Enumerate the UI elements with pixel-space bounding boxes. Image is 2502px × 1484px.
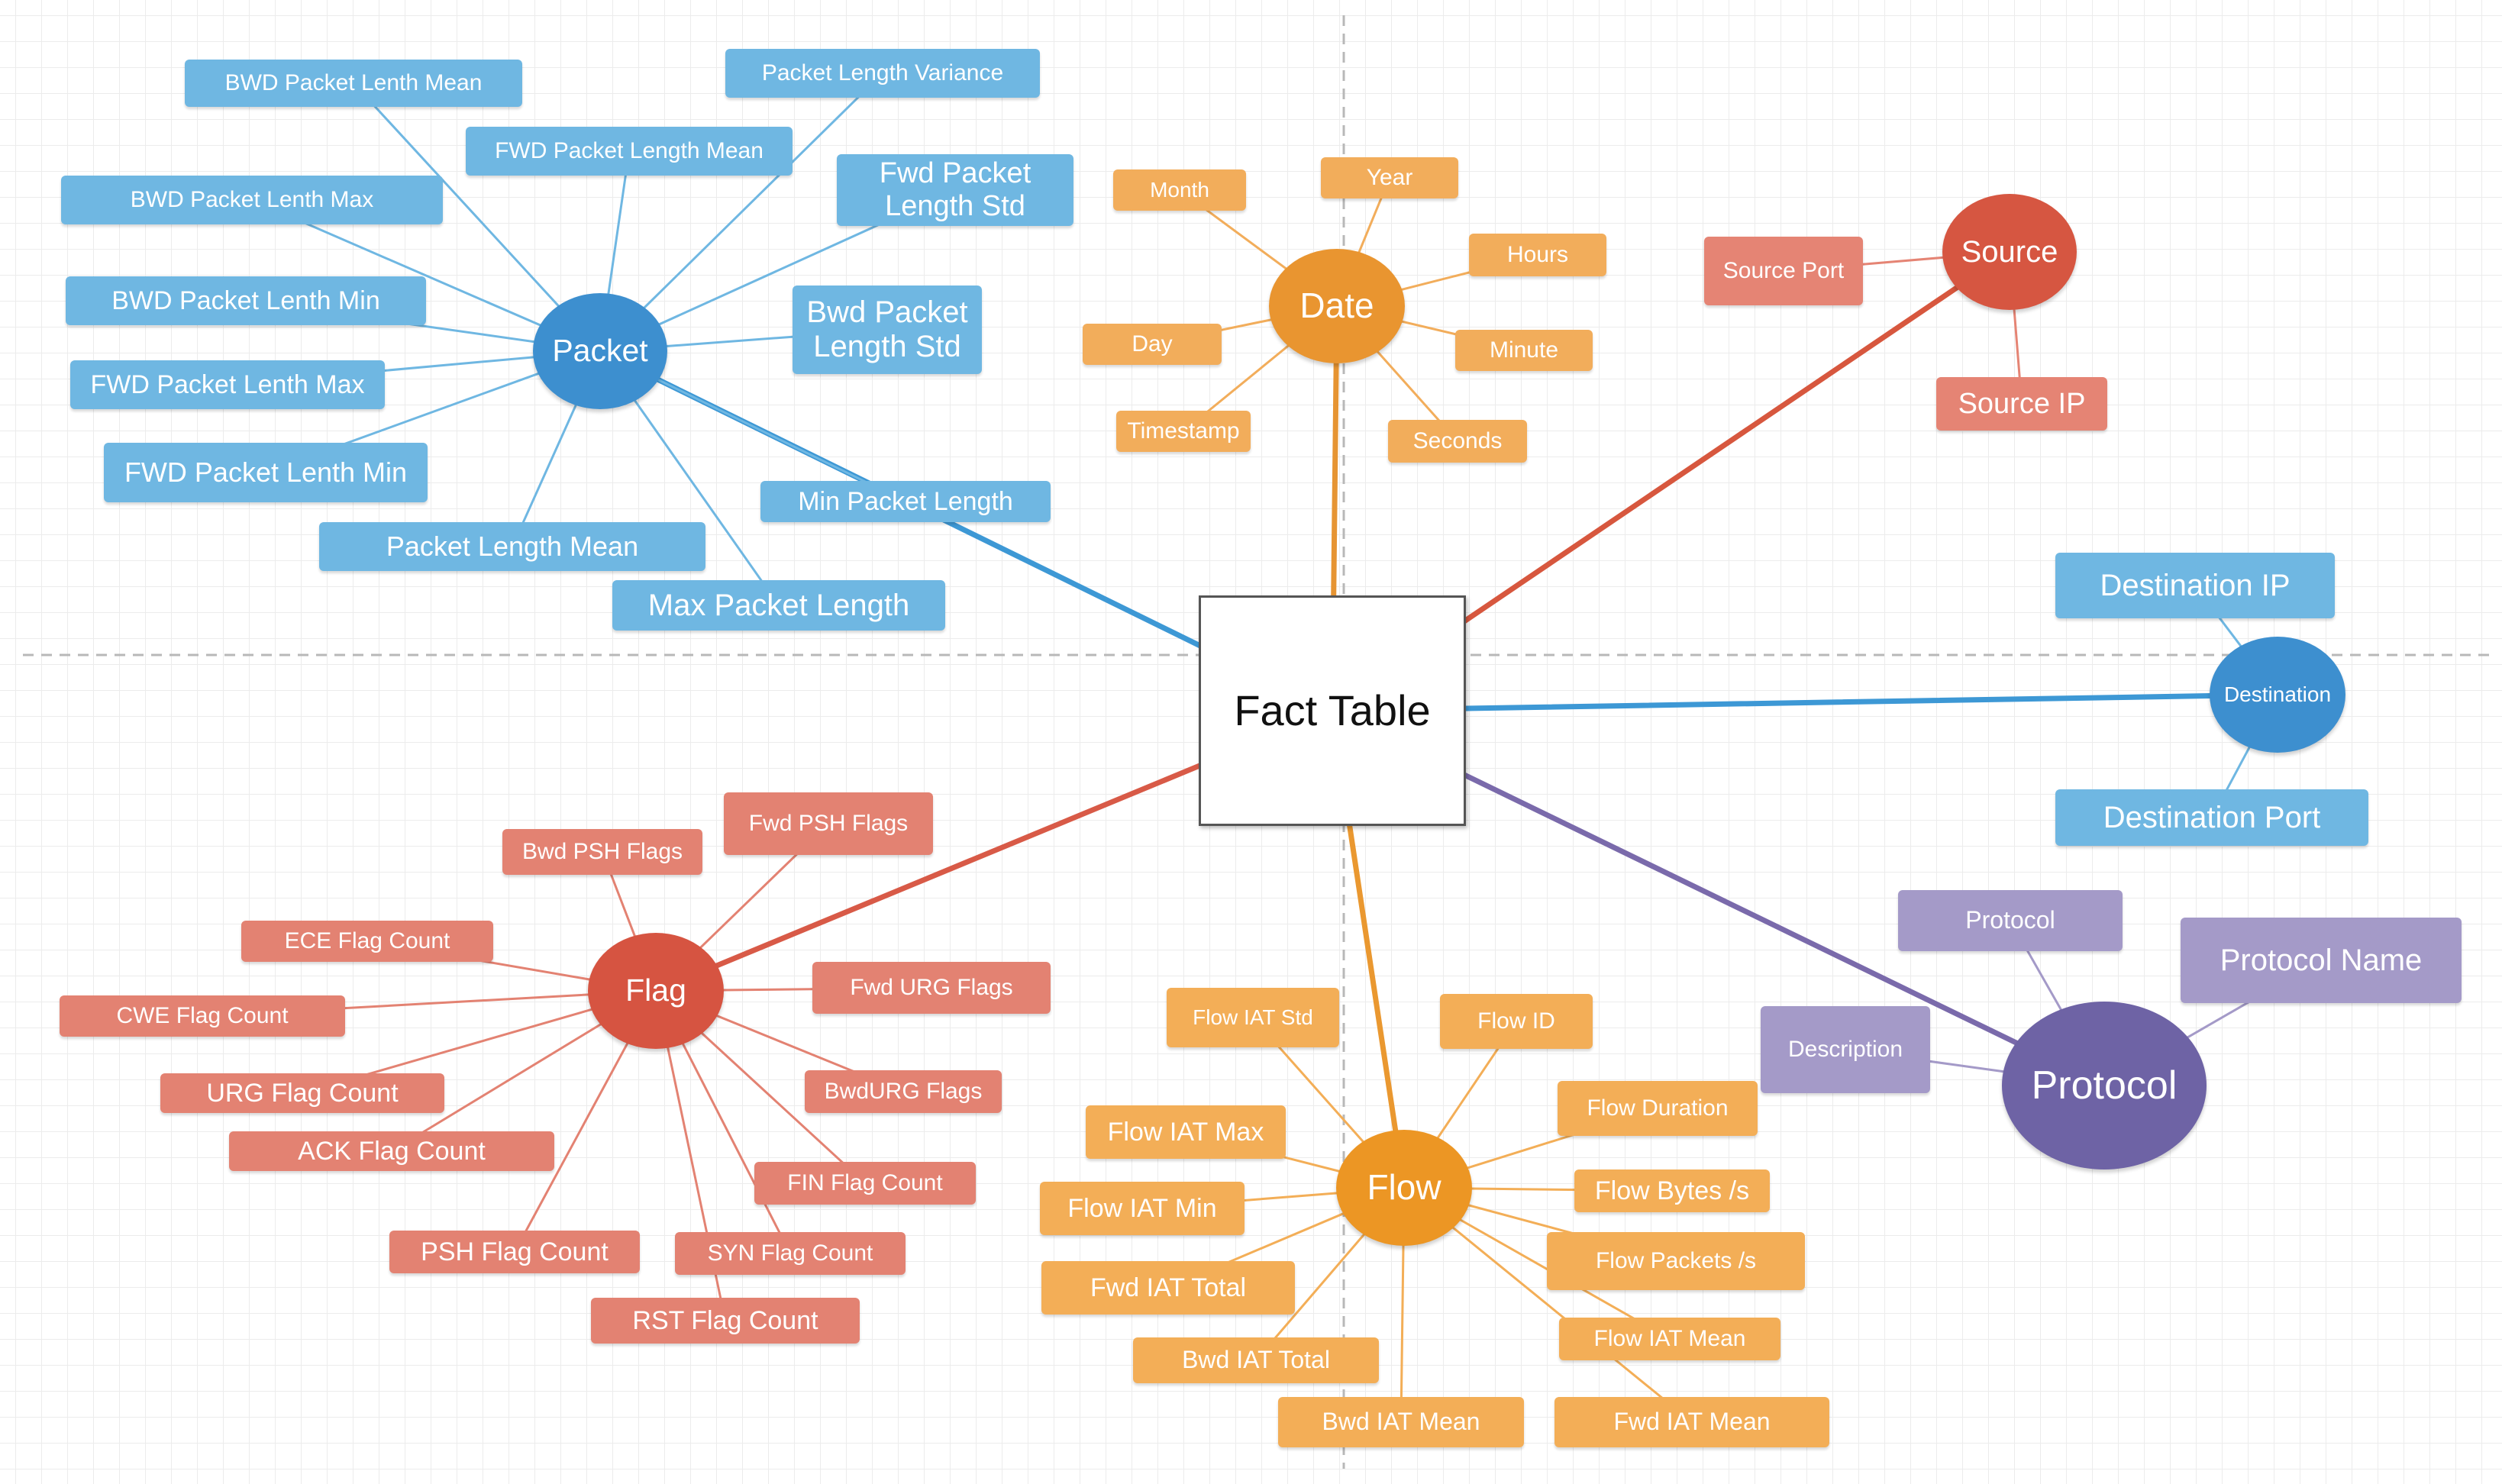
attr-flow[interactable]: Flow Bytes /s (1574, 1169, 1770, 1212)
attr-flow[interactable]: Bwd IAT Mean (1278, 1397, 1524, 1447)
attr-date[interactable]: Seconds (1388, 420, 1527, 463)
attr-flag[interactable]: RST Flag Count (591, 1298, 860, 1344)
attr-flow[interactable]: Fwd IAT Mean (1554, 1397, 1829, 1447)
attr-packet[interactable]: Fwd Packet Length Std (837, 154, 1073, 226)
attr-date[interactable]: Month (1113, 169, 1246, 211)
attr-flag[interactable]: PSH Flag Count (389, 1231, 640, 1273)
attr-protocol[interactable]: Description (1761, 1006, 1930, 1093)
attr-flow[interactable]: Flow Packets /s (1547, 1232, 1805, 1290)
attr-packet[interactable]: BWD Packet Lenth Min (66, 276, 426, 325)
attr-destination[interactable]: Destination IP (2055, 553, 2335, 618)
attr-flag[interactable]: ECE Flag Count (241, 921, 493, 962)
attr-flag[interactable]: CWE Flag Count (60, 995, 345, 1037)
attr-flow[interactable]: Bwd IAT Total (1133, 1337, 1379, 1383)
attr-flag[interactable]: BwdURG Flags (805, 1070, 1002, 1113)
attr-flag[interactable]: Fwd URG Flags (812, 962, 1051, 1014)
attr-packet[interactable]: Max Packet Length (612, 580, 945, 631)
attr-packet[interactable]: FWD Packet Lenth Max (70, 360, 385, 409)
attr-flag[interactable]: URG Flag Count (160, 1073, 444, 1113)
attr-date[interactable]: Timestamp (1116, 411, 1251, 452)
attr-flow[interactable]: Flow ID (1440, 994, 1593, 1049)
flag-hub[interactable]: Flag (588, 933, 724, 1049)
attr-flag[interactable]: Bwd PSH Flags (502, 829, 702, 875)
attr-packet[interactable]: Packet Length Variance (725, 49, 1040, 98)
protocol-hub[interactable]: Protocol (2002, 1002, 2207, 1169)
attr-source[interactable]: Source IP (1936, 377, 2107, 431)
attr-destination[interactable]: Destination Port (2055, 789, 2368, 846)
date-hub[interactable]: Date (1269, 249, 1405, 363)
attr-flow[interactable]: Flow IAT Min (1040, 1182, 1245, 1235)
attr-packet[interactable]: BWD Packet Lenth Mean (185, 60, 522, 107)
flow-hub[interactable]: Flow (1336, 1130, 1472, 1246)
attr-flow[interactable]: Flow IAT Max (1086, 1105, 1286, 1159)
attr-protocol[interactable]: Protocol Name (2181, 918, 2462, 1003)
attr-source[interactable]: Source Port (1704, 237, 1863, 305)
attr-flow[interactable]: Fwd IAT Total (1041, 1261, 1295, 1315)
source-hub[interactable]: Source (1942, 194, 2077, 310)
packet-attribute-link (599, 72, 884, 353)
attr-flag[interactable]: Fwd PSH Flags (724, 792, 933, 855)
attr-flow[interactable]: Flow IAT Std (1167, 988, 1339, 1047)
attr-date[interactable]: Day (1083, 324, 1222, 365)
attr-date[interactable]: Hours (1469, 234, 1606, 276)
destination-hub[interactable]: Destination (2210, 637, 2345, 753)
attr-packet[interactable]: Bwd Packet Length Std (793, 286, 982, 374)
attr-packet[interactable]: FWD Packet Length Mean (466, 127, 793, 176)
attr-packet[interactable]: FWD Packet Lenth Min (104, 443, 428, 502)
attr-packet[interactable]: Min Packet Length (760, 481, 1051, 522)
attr-flag[interactable]: SYN Flag Count (675, 1232, 906, 1275)
attr-date[interactable]: Minute (1455, 330, 1593, 371)
attr-flow[interactable]: Flow IAT Mean (1559, 1318, 1780, 1360)
attr-packet[interactable]: BWD Packet Lenth Max (61, 176, 443, 224)
attr-packet[interactable]: Packet Length Mean (319, 522, 705, 571)
destination-to-fact-link (1329, 692, 2281, 714)
attr-flow[interactable]: Flow Duration (1558, 1081, 1758, 1136)
attr-date[interactable]: Year (1321, 157, 1458, 198)
fact-table-node[interactable]: Fact Table (1199, 595, 1466, 826)
packet-hub[interactable]: Packet (533, 293, 667, 409)
attr-flag[interactable]: ACK Flag Count (229, 1131, 554, 1171)
attr-flag[interactable]: FIN Flag Count (754, 1162, 976, 1205)
attr-protocol[interactable]: Protocol (1898, 890, 2123, 951)
